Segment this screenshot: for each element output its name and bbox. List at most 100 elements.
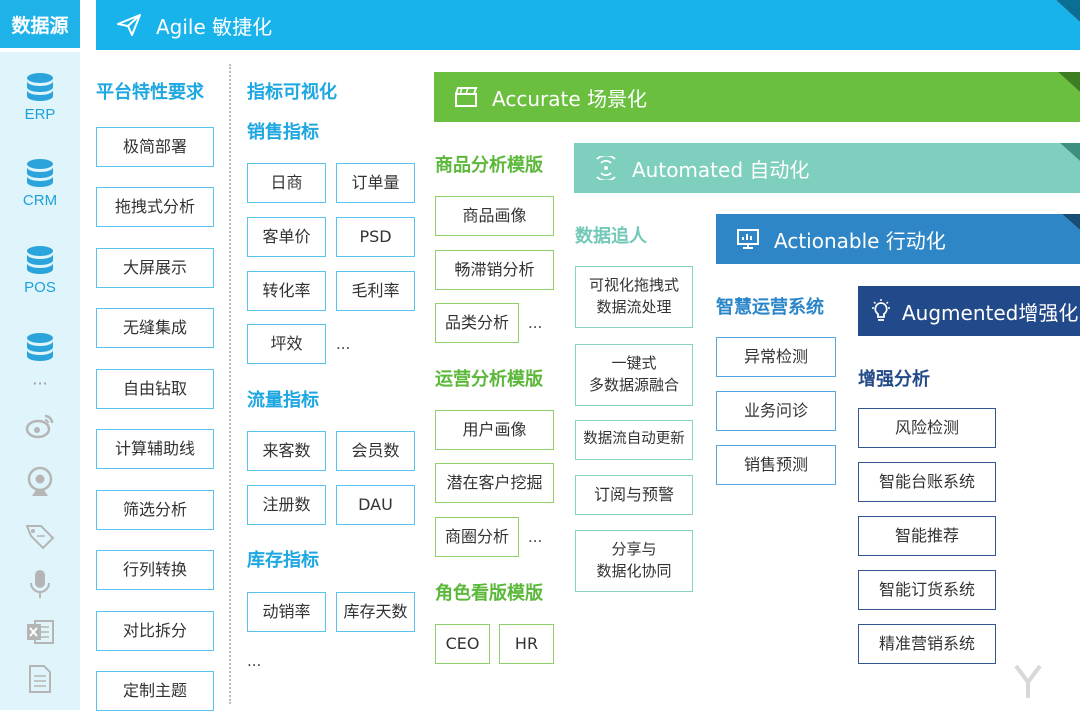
data-source-label: POS: [24, 279, 56, 296]
accurate-ribbon-label: Accurate 场景化: [492, 86, 647, 111]
tag-icon: [0, 520, 80, 550]
sales-more: ...: [336, 335, 351, 353]
data-source-db4: [0, 332, 80, 364]
automated-item: 分享与 数据化协同: [575, 530, 693, 592]
data-source-label: CRM: [22, 192, 58, 209]
traffic-indicators-heading: 流量指标: [247, 390, 319, 411]
platform-item: 筛选分析: [96, 490, 214, 530]
augmented-ribbon-label: Augmented增强化: [902, 300, 1079, 325]
inventory-more: ...: [247, 652, 262, 670]
data-source-pos: POS: [0, 245, 80, 296]
watermark-logo-icon: [1014, 664, 1042, 698]
weibo-icon: [0, 412, 80, 440]
traffic-indicator: 来客数: [247, 431, 326, 471]
automated-item: 可视化拖拽式 数据流处理: [575, 266, 693, 328]
platform-heading: 平台特性要求: [96, 82, 204, 103]
database-icon: [27, 73, 53, 101]
actionable-item: 业务问诊: [716, 391, 836, 431]
platform-item: 计算辅助线: [96, 429, 214, 469]
sales-indicator: PSD: [336, 217, 415, 257]
excel-icon: [0, 618, 80, 646]
automated-ribbon-label: Automated 自动化: [632, 157, 810, 182]
data-source-panel: ERP CRM POS ···: [0, 52, 80, 710]
sales-indicator: 订单量: [336, 163, 415, 203]
automated-item: 一键式 多数据源融合: [575, 344, 693, 406]
augmented-ribbon: Augmented增强化: [858, 286, 1080, 336]
inventory-indicator: 库存天数: [336, 592, 415, 632]
platform-item: 行列转换: [96, 550, 214, 590]
roles-template-item: HR: [499, 624, 554, 664]
goods-more: ...: [528, 314, 543, 332]
traffic-indicator: DAU: [336, 485, 415, 525]
webcam-icon: [0, 466, 80, 498]
sales-indicator: 坪效: [247, 324, 326, 364]
actionable-ribbon-shape: [716, 214, 1080, 264]
actionable-item: 销售预测: [716, 445, 836, 485]
actionable-heading: 智慧运营系统: [716, 297, 824, 318]
clapperboard-icon: [454, 86, 478, 108]
accurate-ribbon-shape: [434, 72, 1080, 122]
document-icon: [0, 664, 80, 694]
microphone-icon: [0, 568, 80, 600]
accurate-ribbon: Accurate 场景化: [434, 72, 1080, 122]
database-icon: [27, 333, 53, 361]
roles-template-heading: 角色看版模版: [435, 583, 543, 604]
agile-ribbon: Agile 敏捷化: [96, 0, 1080, 50]
monitor-chart-icon: [736, 228, 760, 250]
automated-ribbon-shape: [574, 143, 1080, 193]
inventory-indicator: 动销率: [247, 592, 326, 632]
actionable-ribbon-label: Actionable 行动化: [774, 228, 946, 253]
data-source-crm: CRM: [0, 158, 80, 209]
traffic-indicator: 注册数: [247, 485, 326, 525]
augmented-item: 风险检测: [858, 408, 996, 448]
paper-plane-icon: [116, 13, 142, 37]
indicators-heading: 指标可视化: [247, 82, 337, 103]
augmented-item: 智能推荐: [858, 516, 996, 556]
column-divider: [229, 64, 231, 704]
platform-item: 拖拽式分析: [96, 187, 214, 227]
database-icon: [27, 159, 53, 187]
agile-ribbon-label: Agile 敏捷化: [156, 14, 273, 39]
inventory-indicators-heading: 库存指标: [247, 550, 319, 571]
goods-template-item: 商品画像: [435, 196, 554, 236]
platform-item: 极简部署: [96, 127, 214, 167]
ops-more: ...: [528, 528, 543, 546]
platform-item: 自由钻取: [96, 369, 214, 409]
goods-template-heading: 商品分析模版: [435, 155, 543, 176]
traffic-indicator: 会员数: [336, 431, 415, 471]
actionable-ribbon: Actionable 行动化: [716, 214, 1080, 264]
ops-template-item: 用户画像: [435, 410, 554, 450]
database-icon: [27, 246, 53, 274]
wifi-signal-icon: [594, 156, 618, 180]
sales-indicator: 日商: [247, 163, 326, 203]
ops-template-item: 潜在客户挖掘: [435, 463, 554, 503]
platform-item: 无缝集成: [96, 308, 214, 348]
data-source-erp: ERP: [0, 72, 80, 123]
agile-ribbon-shape: [96, 0, 1080, 50]
sales-indicators-heading: 销售指标: [247, 122, 319, 143]
augmented-item: 精准营销系统: [858, 624, 996, 664]
light-bulb-icon: [870, 299, 892, 323]
data-source-label: ERP: [24, 106, 56, 123]
automated-item: 数据流自动更新: [575, 420, 693, 460]
goods-template-item: 畅滞销分析: [435, 250, 554, 290]
data-source-title-text: 数据源: [11, 14, 69, 37]
augmented-item: 智能台账系统: [858, 462, 996, 502]
ops-template-heading: 运营分析模版: [435, 369, 543, 390]
ops-template-item: 商圈分析: [435, 517, 519, 557]
roles-template-item: CEO: [435, 624, 490, 664]
sales-indicator: 客单价: [247, 217, 326, 257]
sales-indicator: 转化率: [247, 271, 326, 311]
augmented-heading: 增强分析: [858, 369, 930, 390]
sales-indicator: 毛利率: [336, 271, 415, 311]
data-source-ellipsis: ···: [32, 374, 48, 393]
augmented-item: 智能订货系统: [858, 570, 996, 610]
automated-heading: 数据追人: [575, 226, 647, 247]
goods-template-item: 品类分析: [435, 303, 519, 343]
data-source-title: 数据源: [0, 0, 80, 48]
automated-ribbon: Automated 自动化: [574, 143, 1080, 193]
actionable-item: 异常检测: [716, 337, 836, 377]
platform-item: 大屏展示: [96, 248, 214, 288]
platform-item: 定制主题: [96, 671, 214, 711]
platform-item: 对比拆分: [96, 611, 214, 651]
